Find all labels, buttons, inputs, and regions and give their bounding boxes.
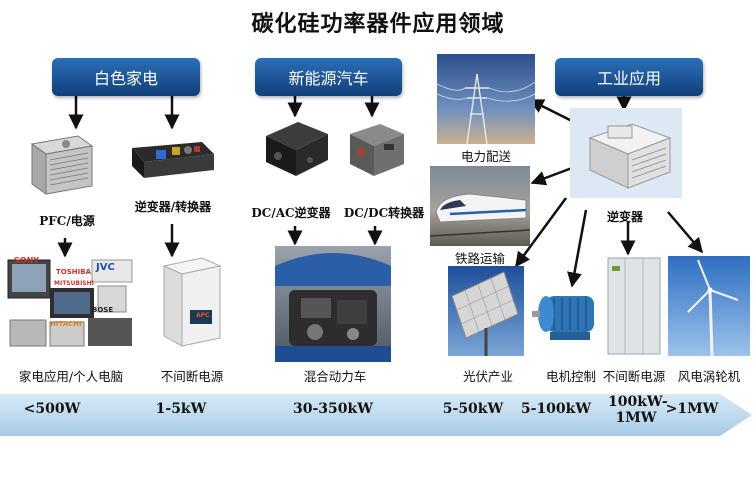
inverter-board-image [128, 138, 218, 182]
arrow-inv-grid [528, 98, 575, 124]
category-new-energy-vehicles: 新能源汽车 [255, 58, 402, 96]
label-wind-turbine: 风电涡轮机 [677, 369, 741, 384]
label-power-distribution: 电力配送 [460, 149, 511, 164]
label-dcdc-converter: DC/DC转换器 [343, 206, 425, 220]
arrow-inv-rail [530, 166, 573, 186]
ups-small-image: APC [150, 256, 230, 348]
brand-bose: BOSE [92, 306, 114, 314]
label-motor-control: 电机控制 [545, 369, 596, 384]
ups-large-image [606, 256, 662, 356]
power-range-label: >1MW [665, 401, 719, 417]
page-title: 碳化硅功率器件应用领域 [251, 12, 505, 37]
arrow-inv-motor [567, 209, 588, 288]
power-range-label: 5-50kW [442, 401, 504, 417]
power-distribution-image [437, 54, 535, 144]
power-range-label: 30-350kW [293, 401, 373, 417]
brand-sony: SONY [14, 256, 40, 265]
brand-apc: APC [196, 312, 210, 319]
psu-image [26, 128, 98, 200]
wind-turbine-image [668, 256, 750, 356]
power-range-band [0, 394, 752, 436]
brand-toshiba: TOSHIBA [56, 268, 91, 276]
power-range-label: 1-5kW [155, 401, 207, 417]
label-inverter-converter: 逆变器/转换器 [134, 200, 212, 214]
label-rail-transport: 铁路运输 [454, 251, 505, 266]
dcac-inverter-image [258, 116, 334, 182]
motor-control-image [532, 286, 604, 344]
label-ups-large: 不间断电源 [602, 369, 666, 384]
power-range-label: 5-100kW [520, 401, 592, 417]
label-inverter: 逆变器 [606, 210, 643, 224]
brand-mitsubishi: MITSUBISHI [54, 280, 94, 287]
label-hybrid-vehicle: 混合动力车 [303, 369, 367, 384]
label-ups-small: 不间断电源 [160, 369, 224, 384]
arrow-inv-wind [667, 211, 703, 254]
home-appliances-image: SONY TOSHIBA JVC MITSUBISHI HITACHI BOSE [6, 256, 136, 350]
photovoltaic-image [448, 266, 524, 356]
arrow-inv-pv [514, 197, 568, 268]
power-range-label: <500W [23, 401, 81, 417]
label-appliance-pc: 家电应用/个人电脑 [18, 369, 124, 384]
industrial-inverter-image [570, 108, 682, 198]
label-dcac-inverter: DC/AC逆变器 [251, 206, 331, 220]
hybrid-vehicle-image [275, 246, 391, 362]
power-range-label: 100kW-1MW [608, 394, 668, 426]
category-industrial: 工业应用 [555, 58, 703, 96]
label-photovoltaic: 光伏产业 [462, 369, 513, 384]
brand-jvc: JVC [96, 262, 115, 273]
dcdc-converter-image [344, 118, 410, 182]
brand-hitachi: HITACHI [50, 320, 82, 328]
category-home-appliances: 白色家电 [52, 58, 200, 96]
label-pfc-power: PFC/电源 [39, 214, 95, 228]
rail-transport-image [430, 166, 530, 246]
